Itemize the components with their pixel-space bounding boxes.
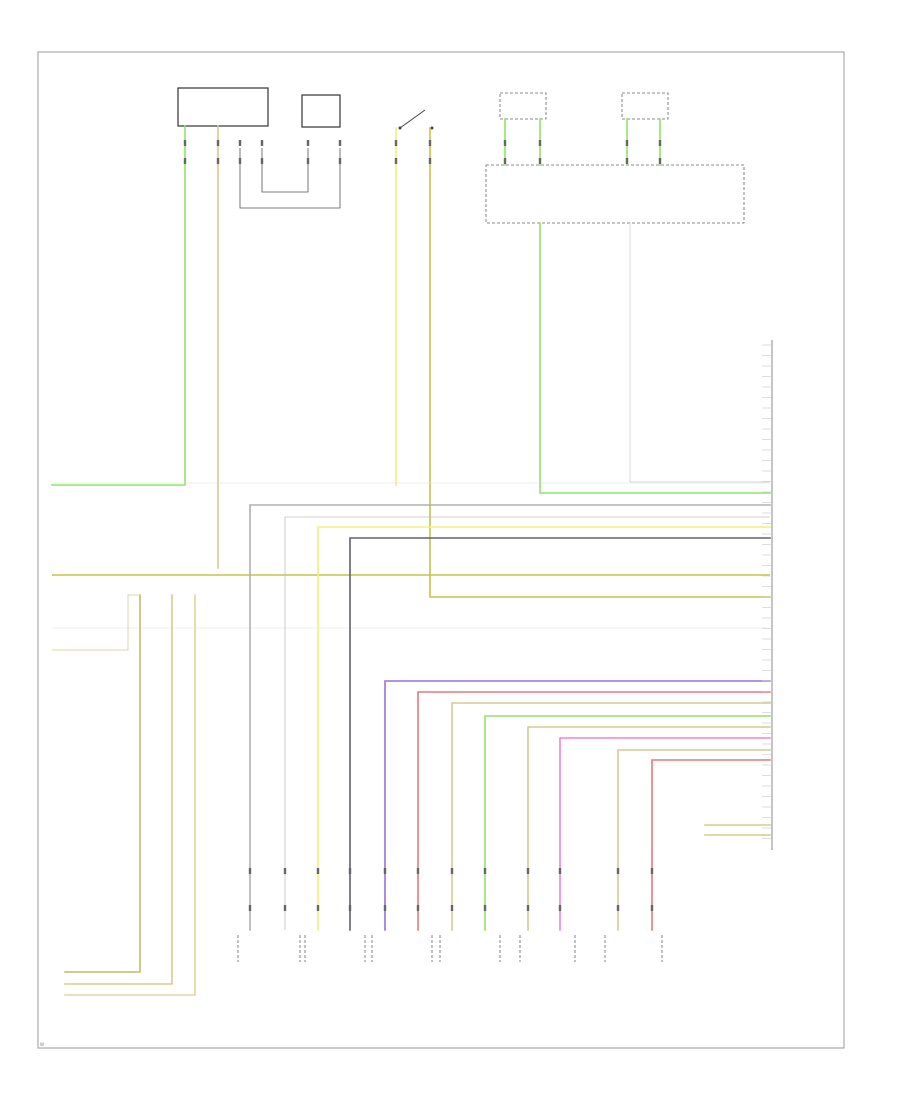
connector-mark bbox=[306, 158, 310, 164]
connector-mark bbox=[526, 868, 530, 874]
connector-mark bbox=[238, 158, 242, 164]
wire-green-top-left bbox=[51, 125, 186, 486]
connector-mark bbox=[394, 140, 398, 146]
connector-mark bbox=[526, 905, 530, 911]
wire-tan-2 bbox=[451, 702, 771, 931]
connector-mark bbox=[416, 868, 420, 874]
connector-mark bbox=[348, 905, 352, 911]
wire-yellow-dark-switch bbox=[429, 127, 771, 598]
connector-mark bbox=[650, 868, 654, 874]
wire-violet bbox=[384, 680, 771, 931]
switch-blade bbox=[399, 109, 426, 129]
sensor-bracket-3 bbox=[371, 935, 433, 962]
connector-mark bbox=[216, 158, 220, 164]
connector-mark bbox=[283, 868, 287, 874]
connector-mark bbox=[558, 905, 562, 911]
wire-darkgray-1 bbox=[349, 537, 771, 931]
connector-mark bbox=[248, 905, 252, 911]
connector-mark bbox=[538, 158, 542, 164]
connector-mark bbox=[428, 158, 432, 164]
wire-tan-left-jog bbox=[52, 594, 140, 651]
connector-mark bbox=[616, 868, 620, 874]
component-box-2 bbox=[301, 94, 341, 128]
switch-contact-1 bbox=[398, 126, 402, 130]
wire-pink bbox=[559, 737, 771, 931]
component-box-1 bbox=[177, 87, 269, 127]
connector-marks bbox=[183, 140, 662, 911]
wire-red-2 bbox=[651, 759, 771, 931]
connector-mark bbox=[658, 158, 662, 164]
wire-tan-left-2 bbox=[64, 594, 173, 985]
wire-gray-2 bbox=[284, 516, 770, 930]
connector-mark bbox=[538, 140, 542, 146]
connector-mark bbox=[216, 140, 220, 146]
connector-mark bbox=[383, 868, 387, 874]
sensor-bracket-5 bbox=[519, 935, 576, 962]
sensor-bracket-4 bbox=[439, 935, 501, 962]
connector-mark bbox=[338, 140, 342, 146]
connector-mark bbox=[260, 140, 264, 146]
connector-mark bbox=[316, 905, 320, 911]
connector-mark bbox=[503, 158, 507, 164]
wire-loop bbox=[239, 148, 341, 209]
wire-tan-3 bbox=[527, 726, 771, 931]
wire-green-2 bbox=[484, 715, 771, 931]
connector-mark bbox=[658, 140, 662, 146]
dashed-box-a bbox=[499, 92, 547, 120]
sensor-bracket-1 bbox=[237, 935, 301, 962]
sensor-bracket-2 bbox=[304, 935, 366, 962]
connector-mark bbox=[483, 905, 487, 911]
connector-mark bbox=[183, 158, 187, 164]
connector-mark bbox=[260, 158, 264, 164]
sensor-bracket-6 bbox=[604, 935, 663, 962]
wire-loop-inner bbox=[261, 148, 309, 193]
wire-green-module bbox=[539, 222, 771, 494]
wire-gray-1 bbox=[249, 504, 771, 931]
connector-mark bbox=[338, 158, 342, 164]
connector-mark bbox=[483, 868, 487, 874]
connector-mark bbox=[238, 140, 242, 146]
connector-mark bbox=[183, 140, 187, 146]
connector-mark bbox=[450, 905, 454, 911]
connector-mark bbox=[283, 905, 287, 911]
connector-mark bbox=[248, 868, 252, 874]
wire-tan-4 bbox=[617, 749, 771, 931]
page-number: W bbox=[40, 1042, 44, 1047]
connector-mark bbox=[348, 868, 352, 874]
switch-contact-2 bbox=[430, 126, 434, 130]
wire-yellow-2 bbox=[317, 526, 771, 931]
connector-mark bbox=[383, 905, 387, 911]
connector-mark bbox=[616, 905, 620, 911]
wire-tan-left-3 bbox=[64, 594, 196, 996]
connector-mark bbox=[316, 868, 320, 874]
wire-red-1 bbox=[417, 691, 771, 931]
dashed-box-b bbox=[621, 92, 669, 120]
dashed-module-box bbox=[485, 164, 745, 224]
connector-mark bbox=[428, 140, 432, 146]
connector-mark bbox=[416, 905, 420, 911]
module-connector-pins bbox=[762, 344, 772, 839]
wire-tan-left-1 bbox=[64, 594, 141, 973]
connector-mark bbox=[650, 905, 654, 911]
diagram-frame bbox=[37, 51, 845, 1049]
connector-mark bbox=[306, 140, 310, 146]
connector-mark bbox=[394, 158, 398, 164]
connector-mark bbox=[558, 868, 562, 874]
wire-lightgray-module bbox=[629, 223, 770, 483]
connector-mark bbox=[625, 140, 629, 146]
connector-mark bbox=[450, 868, 454, 874]
connector-mark bbox=[503, 140, 507, 146]
connector-mark bbox=[625, 158, 629, 164]
